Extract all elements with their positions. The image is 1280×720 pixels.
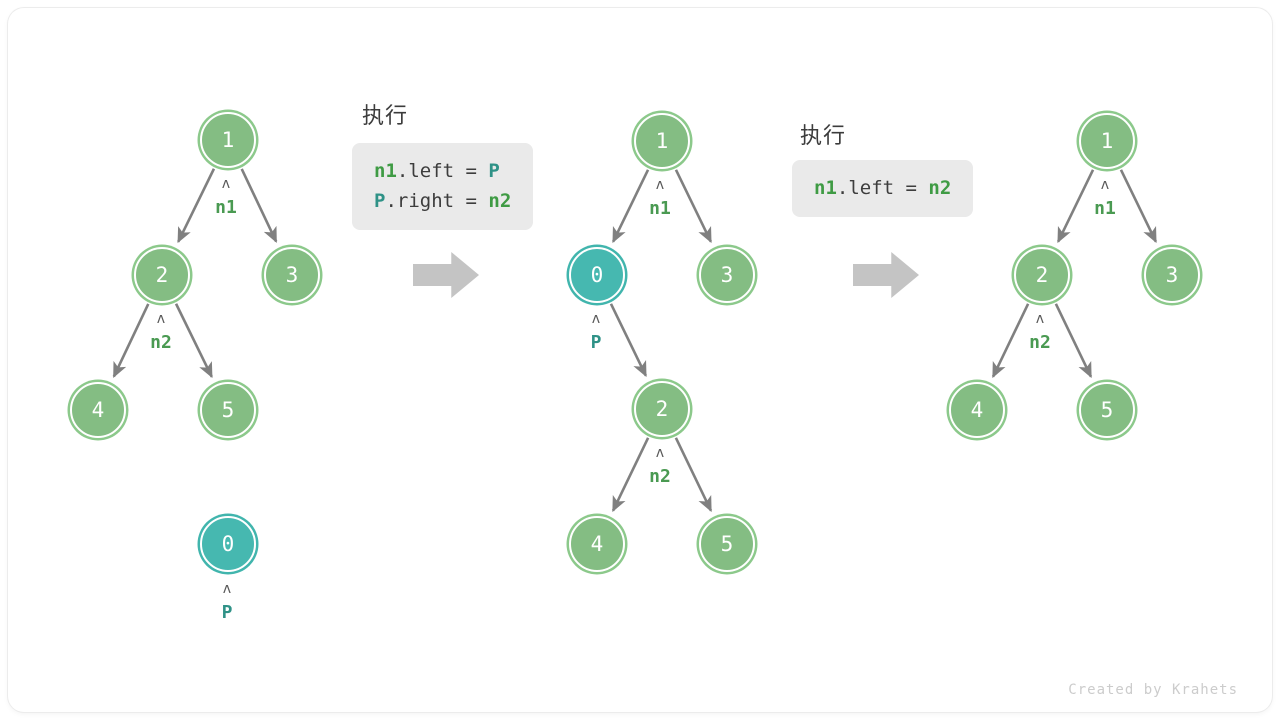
tree-node-3: 3 — [699, 247, 755, 303]
pointer-name: P — [221, 602, 233, 623]
pointer-caret-icon: ʌ — [591, 311, 601, 327]
tree-node-1: 1 — [200, 112, 256, 168]
pointer-label-n2: ʌ n2 — [1010, 311, 1070, 353]
pointer-caret-icon: ʌ — [222, 581, 232, 597]
pointer-name: n1 — [215, 197, 237, 218]
step-2-title: 执行 — [362, 104, 409, 129]
pointer-name: n1 — [649, 198, 671, 219]
pointer-label-n2: ʌ n2 — [131, 311, 191, 353]
pointer-caret-icon: ʌ — [221, 176, 231, 192]
pointer-name: n1 — [1094, 198, 1116, 219]
watermark-credit: Created by Krahets — [1068, 682, 1238, 698]
tree-edge — [112, 303, 150, 378]
tree-node-value: 5 — [221, 398, 235, 422]
tree-edge — [174, 303, 213, 379]
tree-node-4: 4 — [949, 382, 1005, 438]
pointer-name: n2 — [1029, 332, 1051, 353]
code-token: n1 — [374, 160, 397, 182]
tree-node-value: 3 — [1165, 263, 1179, 287]
tree-node-4: 4 — [569, 516, 625, 572]
tree-edge — [674, 437, 713, 513]
pointer-name: n2 — [649, 466, 671, 487]
pointer-label-n1: ʌ n1 — [630, 177, 690, 219]
tree-edge — [674, 169, 713, 244]
tree-node-5: 5 — [200, 382, 256, 438]
tree-edge — [609, 303, 648, 378]
tree-node-2: 2 — [634, 381, 690, 437]
code-token: .right = — [385, 190, 489, 212]
code-token: P — [488, 160, 500, 182]
code-token: n2 — [928, 177, 952, 199]
tree-node-0: 0 — [200, 516, 256, 572]
tree-node-value: 5 — [720, 532, 734, 556]
pointer-name: n2 — [150, 332, 172, 353]
tree-node-2: 2 — [134, 247, 190, 303]
tree-node-5: 5 — [1079, 382, 1135, 438]
step-transition-arrow-icon — [853, 252, 919, 298]
code-token: n1 — [814, 177, 837, 199]
pointer-caret-icon: ʌ — [156, 311, 166, 327]
step-3-title: 执行 — [800, 124, 847, 149]
tree-node-value: 2 — [155, 263, 169, 287]
tree-node-3: 3 — [264, 247, 320, 303]
code-line: n1.left = P — [374, 156, 511, 186]
pointer-caret-icon: ʌ — [655, 445, 665, 461]
tree-node-0: 0 — [569, 247, 625, 303]
code-token: .left = — [836, 177, 929, 199]
pointer-caret-icon: ʌ — [1100, 177, 1110, 193]
pointer-caret-icon: ʌ — [1035, 311, 1045, 327]
pointer-label-n1: ʌ n1 — [196, 176, 256, 218]
code-line: n1.left = n2 — [814, 173, 951, 203]
tree-node-value: 5 — [1100, 398, 1114, 422]
tree-edge — [1054, 303, 1093, 379]
tree-edge — [991, 303, 1030, 379]
tree-edge — [177, 168, 216, 244]
pointer-name: P — [590, 332, 602, 353]
tree-edge — [240, 168, 278, 243]
tree-node-value: 4 — [91, 398, 105, 422]
tree-node-5: 5 — [699, 516, 755, 572]
tree-node-value: 4 — [970, 398, 984, 422]
code-token: P — [374, 190, 386, 212]
tree-node-value: 2 — [655, 397, 669, 421]
tree-edge — [1119, 169, 1158, 244]
tree-edge — [611, 169, 650, 244]
tree-node-1: 1 — [634, 113, 690, 169]
tree-node-value: 1 — [221, 128, 235, 152]
pointer-caret-icon: ʌ — [655, 177, 665, 193]
tree-node-value: 3 — [720, 263, 734, 287]
tree-node-value: 4 — [590, 532, 604, 556]
step-transition-arrow-icon — [413, 252, 479, 298]
code-token: .left = — [396, 160, 489, 182]
code-line: P.right = n2 — [374, 186, 511, 216]
code-token: n2 — [488, 190, 512, 212]
tree-node-value: 1 — [1100, 129, 1114, 153]
tree-node-3: 3 — [1144, 247, 1200, 303]
tree-node-value: 1 — [655, 129, 669, 153]
pointer-label-n2: ʌ n2 — [630, 445, 690, 487]
tree-node-value: 3 — [285, 263, 299, 287]
tree-node-4: 4 — [70, 382, 126, 438]
step-3-code-block: n1.left = n2 — [792, 160, 974, 217]
tree-node-value: 0 — [221, 532, 235, 556]
tree-node-value: 0 — [590, 263, 604, 287]
tree-node-value: 2 — [1035, 263, 1049, 287]
tree-node-1: 1 — [1079, 113, 1135, 169]
pointer-label-n1: ʌ n1 — [1075, 177, 1135, 219]
tree-edge — [1056, 169, 1095, 244]
tree-node-2: 2 — [1014, 247, 1070, 303]
tree-edge — [611, 437, 650, 513]
